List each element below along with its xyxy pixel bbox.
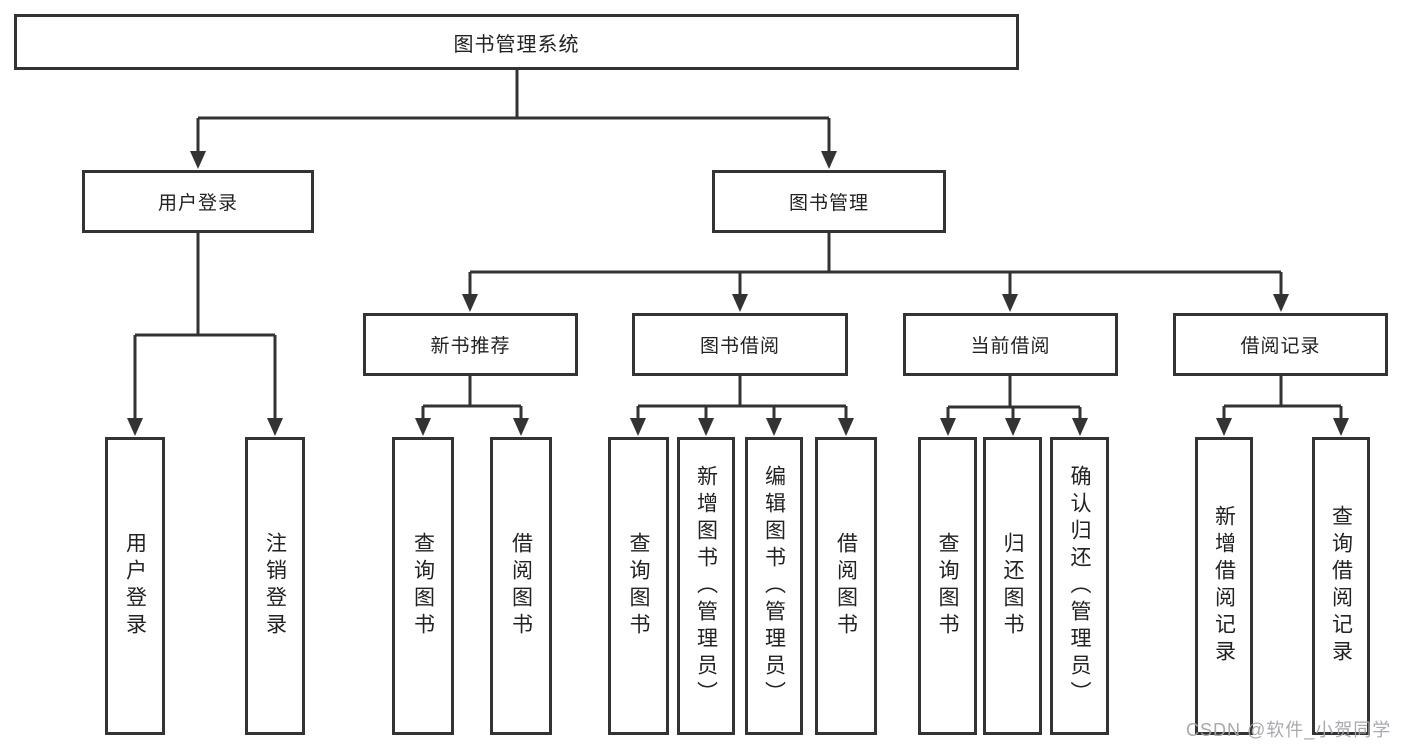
leaf-borrowing-add-book-admin: 新增图书（管理员） xyxy=(677,437,735,735)
arrowheads-level2 xyxy=(190,151,837,169)
node-borrowing-records: 借阅记录 xyxy=(1173,313,1388,376)
node-book-management: 图书管理 xyxy=(712,170,946,233)
node-user-login: 用户登录 xyxy=(82,170,314,233)
arrowheads-currentborrow-leaves xyxy=(940,418,1088,436)
connector-userlogin-to-leaves xyxy=(133,233,277,421)
leaf-current-confirm-return-admin: 确认归还（管理员） xyxy=(1050,437,1109,735)
leaf-records-query-record: 查询借阅记录 xyxy=(1312,437,1370,735)
leaf-current-return-book: 归还图书 xyxy=(983,437,1042,735)
leaf-borrowing-edit-book-admin: 编辑图书（管理员） xyxy=(745,437,803,735)
node-new-book-recommend: 新书推荐 xyxy=(363,313,578,376)
node-library-management-system: 图书管理系统 xyxy=(14,14,1019,70)
arrowheads-borrowrecord-leaves xyxy=(1216,418,1349,436)
node-current-borrowing: 当前借阅 xyxy=(903,313,1118,376)
connector-bookborrow-to-leaves xyxy=(636,376,848,421)
connector-currentborrow-to-leaves xyxy=(946,376,1082,421)
leaf-current-query-book: 查询图书 xyxy=(918,437,977,735)
leaf-recommend-borrow-book: 借阅图书 xyxy=(490,437,552,735)
arrowheads-newbookrec-leaves xyxy=(415,418,529,436)
leaf-recommend-query-book: 查询图书 xyxy=(392,437,454,735)
leaf-user-login: 用户登录 xyxy=(105,437,165,735)
leaf-borrowing-query-book: 查询图书 xyxy=(608,437,669,735)
arrowheads-userlogin-leaves xyxy=(127,418,283,436)
csdn-watermark: CSDN @软件_小贺同学 xyxy=(1186,720,1392,740)
leaf-borrowing-borrow-book: 借阅图书 xyxy=(815,437,877,735)
connector-bookmgmt-to-level3 xyxy=(468,233,1283,298)
arrowheads-bookborrow-leaves xyxy=(630,418,854,436)
arrowheads-level3 xyxy=(462,294,1289,312)
leaf-logout: 注销登录 xyxy=(245,437,305,735)
leaf-records-add-record: 新增借阅记录 xyxy=(1195,437,1253,735)
node-book-borrowing: 图书借阅 xyxy=(632,313,848,376)
connector-root-to-level2 xyxy=(196,69,831,155)
connector-borrowrecord-to-leaves xyxy=(1222,376,1343,421)
connector-newbookrec-to-leaves xyxy=(421,376,523,421)
